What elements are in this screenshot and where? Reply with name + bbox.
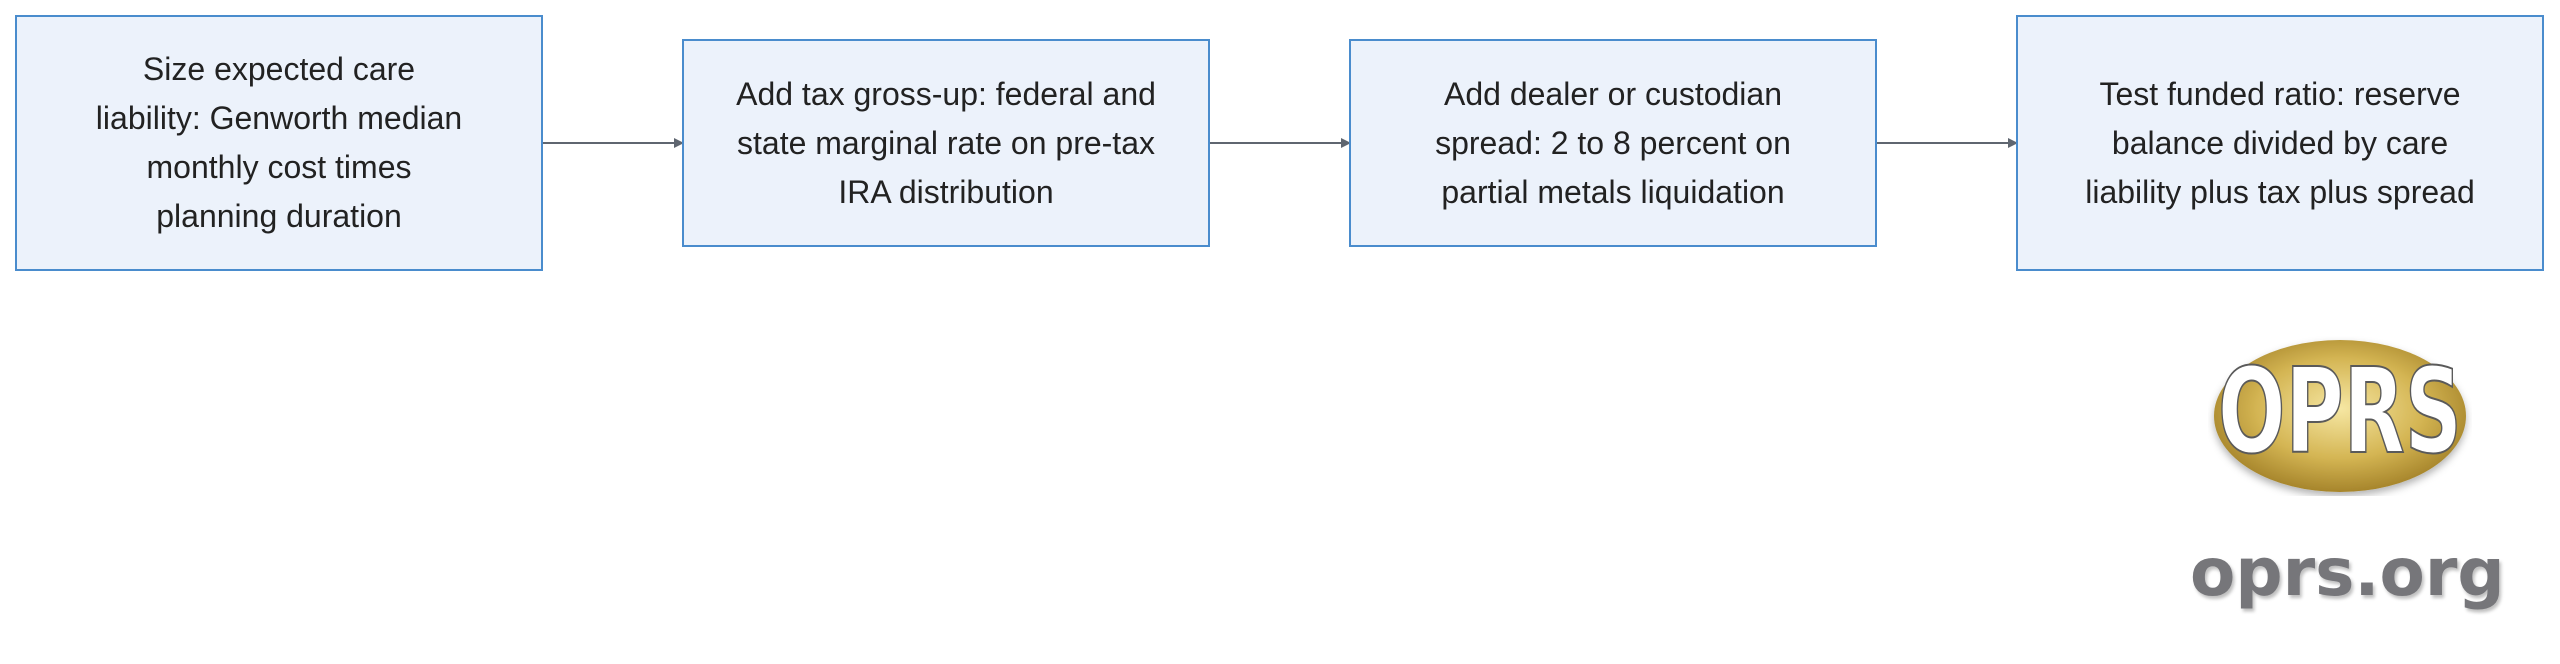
step-1-box: Size expected care liability: Genworth m… xyxy=(15,15,543,271)
step-3-box: Add dealer or custodian spread: 2 to 8 p… xyxy=(1349,39,1877,247)
step-1-label: Size expected care liability: Genworth m… xyxy=(95,51,463,234)
step-4-box: Test funded ratio: reserve balance divid… xyxy=(2016,15,2544,271)
step-4-label: Test funded ratio: reserve balance divid… xyxy=(2085,75,2475,210)
site-url: oprs.org xyxy=(2190,534,2505,611)
step-2-label: Add tax gross-up: federal and state marg… xyxy=(736,75,1156,210)
logo-gold-oval xyxy=(2214,340,2466,492)
logo-wordmark: OPRS xyxy=(2218,342,2462,480)
step-3-label: Add dealer or custodian spread: 2 to 8 p… xyxy=(1435,75,1791,210)
oprs-logo: OPRS xyxy=(2214,340,2466,492)
step-2-box: Add tax gross-up: federal and state marg… xyxy=(682,39,1210,247)
